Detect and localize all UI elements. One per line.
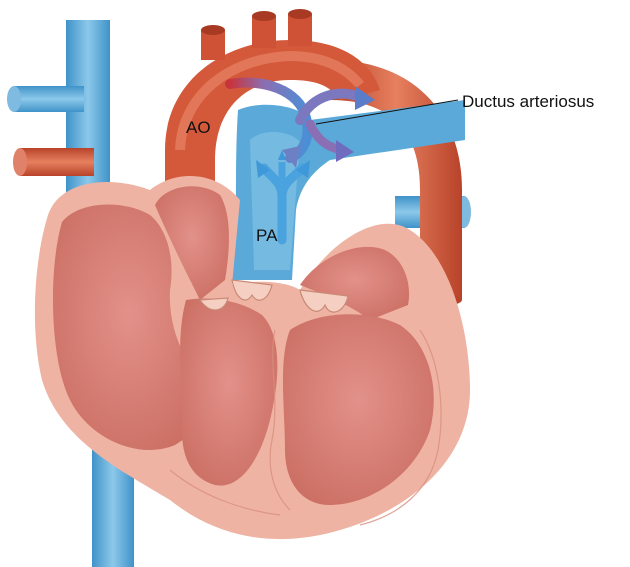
label-ao: AO bbox=[186, 118, 211, 137]
label-ductus-arteriosus: Ductus arteriosus bbox=[462, 92, 594, 111]
label-pa: PA bbox=[256, 226, 278, 245]
